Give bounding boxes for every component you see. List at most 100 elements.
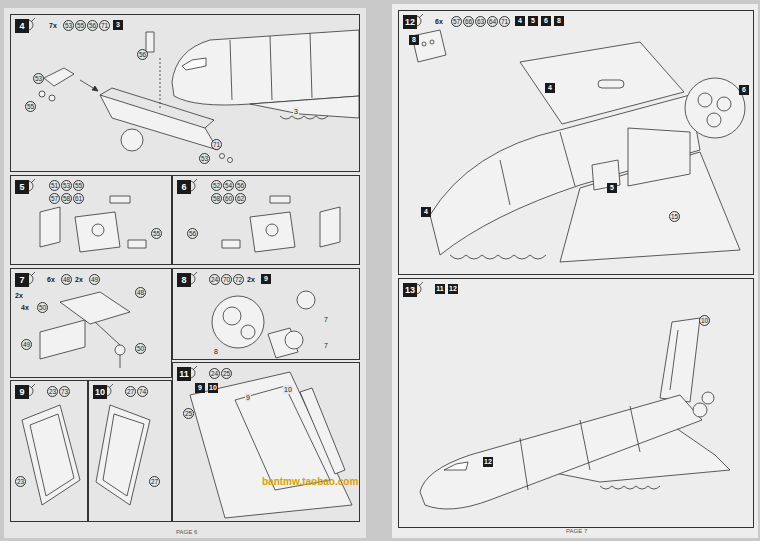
step-reference: 3 <box>113 20 123 30</box>
callout-number: 9 <box>245 393 251 402</box>
quantity: 4x <box>21 303 29 312</box>
part-number: 71 <box>211 139 222 150</box>
callout-number: 8 <box>213 347 219 356</box>
quantity: 2x <box>247 275 255 284</box>
part-number: 57 <box>49 193 60 204</box>
step-panel: 76x482x492x4x50484950 <box>10 268 172 378</box>
callout-number: 7 <box>323 341 329 350</box>
quantity: 7x <box>49 21 57 30</box>
step-panel: 10277427 <box>88 380 172 522</box>
step-panel: 126x576663647145688445615 <box>398 10 754 275</box>
part-number: 72 <box>233 274 244 285</box>
part-number: 23 <box>47 386 58 397</box>
part-number: 24 <box>209 274 220 285</box>
part-number: 23 <box>15 476 26 487</box>
part-number: 50 <box>135 343 146 354</box>
step-reference: 12 <box>448 284 458 294</box>
step-reference: 5 <box>528 16 538 26</box>
step-number: 11 <box>177 367 191 381</box>
part-number: 25 <box>221 368 232 379</box>
step-reference: 10 <box>208 383 218 393</box>
part-number: 58 <box>211 193 222 204</box>
part-number: 73 <box>59 386 70 397</box>
part-number: 27 <box>149 476 160 487</box>
step-panel: 9237323 <box>10 380 88 522</box>
step-panel: 47x53555671353555671533 <box>10 14 360 172</box>
part-number: 53 <box>33 73 44 84</box>
part-number: 53 <box>199 153 210 164</box>
part-number: 48 <box>61 274 72 285</box>
step-reference: 8 <box>554 16 564 26</box>
step-panel: 1311121210 <box>398 278 754 528</box>
part-number: 10 <box>699 315 710 326</box>
part-number: 50 <box>37 302 48 313</box>
part-number: 57 <box>451 16 462 27</box>
quantity: 2x <box>75 275 83 284</box>
part-number: 64 <box>487 16 498 27</box>
watermark: bantmw.taobao.com <box>262 476 358 487</box>
part-number: 70 <box>221 274 232 285</box>
callout-number: 3 <box>293 107 299 116</box>
part-number: 53 <box>63 20 74 31</box>
step-number: 5 <box>15 180 29 194</box>
part-number: 15 <box>669 211 680 222</box>
step-panel: 551535557586155 <box>10 175 172 265</box>
part-number: 62 <box>235 193 246 204</box>
part-number: 51 <box>49 180 60 191</box>
step-reference: 6 <box>541 16 551 26</box>
step-number: 4 <box>15 19 29 33</box>
part-number: 49 <box>21 339 32 350</box>
part-number: 63 <box>475 16 486 27</box>
step-panel: 652545658606256 <box>172 175 360 265</box>
step-number: 10 <box>93 385 107 399</box>
step-reference: 4 <box>421 207 431 217</box>
part-number: 24 <box>209 368 220 379</box>
part-number: 56 <box>137 49 148 60</box>
part-number: 27 <box>125 386 136 397</box>
step-panel: 8 2470722x 9 7 7 8 <box>172 268 360 360</box>
part-number: 48 <box>135 287 146 298</box>
step-reference: 6 <box>739 85 749 95</box>
step-reference: 9 <box>261 274 271 284</box>
step-reference: 12 <box>483 457 493 467</box>
step-number: 8 <box>177 273 191 287</box>
step-number: 13 <box>403 283 417 297</box>
quantity: 6x <box>435 17 443 26</box>
part-number: 71 <box>499 16 510 27</box>
callout-number: 7 <box>323 315 329 324</box>
part-number: 56 <box>87 20 98 31</box>
step-reference: 8 <box>409 35 419 45</box>
step-reference: 4 <box>545 83 555 93</box>
part-number: 55 <box>151 228 162 239</box>
part-number: 60 <box>223 193 234 204</box>
part-number: 58 <box>61 193 72 204</box>
part-number: 56 <box>187 228 198 239</box>
quantity: 6x <box>47 275 55 284</box>
part-number: 54 <box>223 180 234 191</box>
step-number: 7 <box>15 273 29 287</box>
step-reference: 5 <box>607 183 617 193</box>
part-number: 52 <box>211 180 222 191</box>
step-panel: 11242591025910 <box>172 362 360 522</box>
part-number: 66 <box>463 16 474 27</box>
quantity: 2x <box>15 291 23 300</box>
part-number: 53 <box>61 180 72 191</box>
step-reference: 9 <box>195 383 205 393</box>
part-number: 74 <box>137 386 148 397</box>
step-number: 6 <box>177 180 191 194</box>
part-number: 56 <box>235 180 246 191</box>
part-number: 55 <box>75 20 86 31</box>
callout-number: 10 <box>283 385 293 394</box>
part-number: 55 <box>25 101 36 112</box>
step-number: 9 <box>15 385 29 399</box>
page-number: PAGE 6 <box>176 529 197 535</box>
step-number: 12 <box>403 15 417 29</box>
step-reference: 11 <box>435 284 445 294</box>
part-number: 49 <box>89 274 100 285</box>
part-number: 25 <box>183 408 194 419</box>
step-reference: 4 <box>515 16 525 26</box>
part-number: 61 <box>73 193 84 204</box>
part-number: 55 <box>73 180 84 191</box>
page-number: PAGE 7 <box>566 528 587 534</box>
